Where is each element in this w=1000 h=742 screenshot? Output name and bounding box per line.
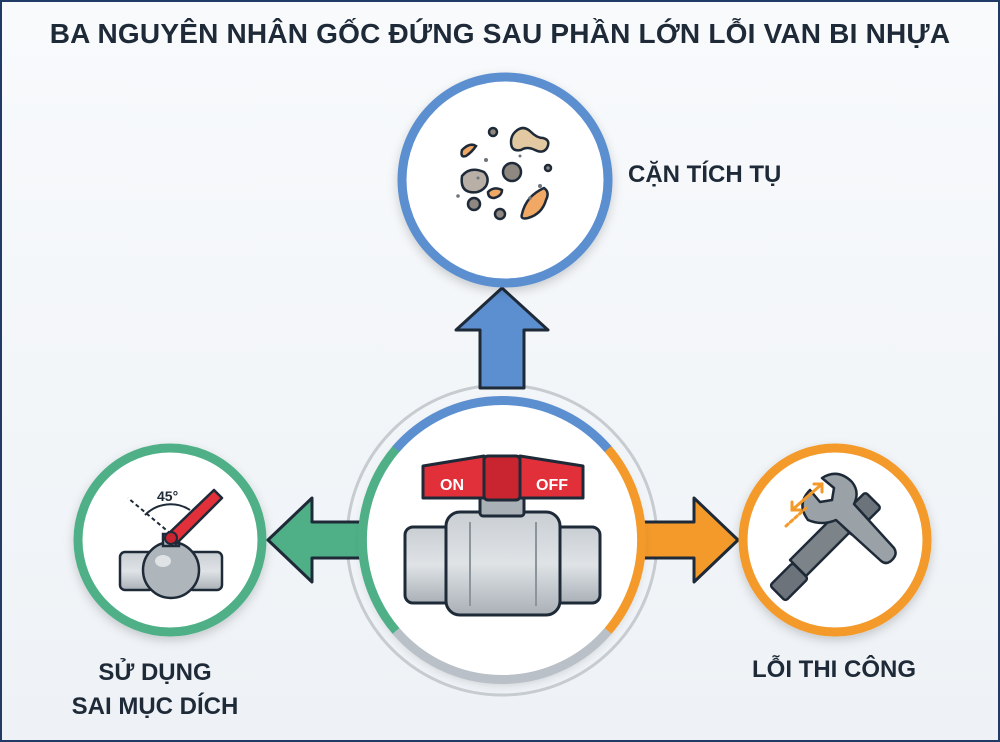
- arrow-left: [266, 496, 374, 584]
- ball-valve-icon: [403, 454, 602, 617]
- cause-top-circle: [397, 72, 613, 288]
- motion-arrows-icon: [784, 482, 824, 528]
- debris-dots: [456, 154, 542, 200]
- valve-on-label: ON: [440, 477, 464, 494]
- page-title: BA NGUYÊN NHÂN GỐC ĐỨNG SAU PHẦN LỚN LỖI…: [49, 18, 951, 49]
- cause-left-label-line1: SỬ DỤNG: [98, 659, 212, 686]
- cause-left-label: SỬ DỤNG SAI MỤC DÍCH: [60, 656, 250, 724]
- angle-label: 45°: [157, 488, 178, 504]
- arrow-right: [638, 496, 740, 584]
- arrow-up: [454, 286, 550, 390]
- valve-off-label: OFF: [536, 477, 568, 494]
- cause-top-label: CẶN TÍCH TỤ: [628, 161, 782, 188]
- wrench-pipe-icon: [769, 472, 897, 602]
- cause-right-label: LỖI THI CÔNG: [752, 656, 916, 683]
- debris-icon: [460, 126, 553, 221]
- angled-valve-icon: [118, 488, 224, 600]
- cause-left-label-line2: SAI MỤC DÍCH: [71, 693, 239, 720]
